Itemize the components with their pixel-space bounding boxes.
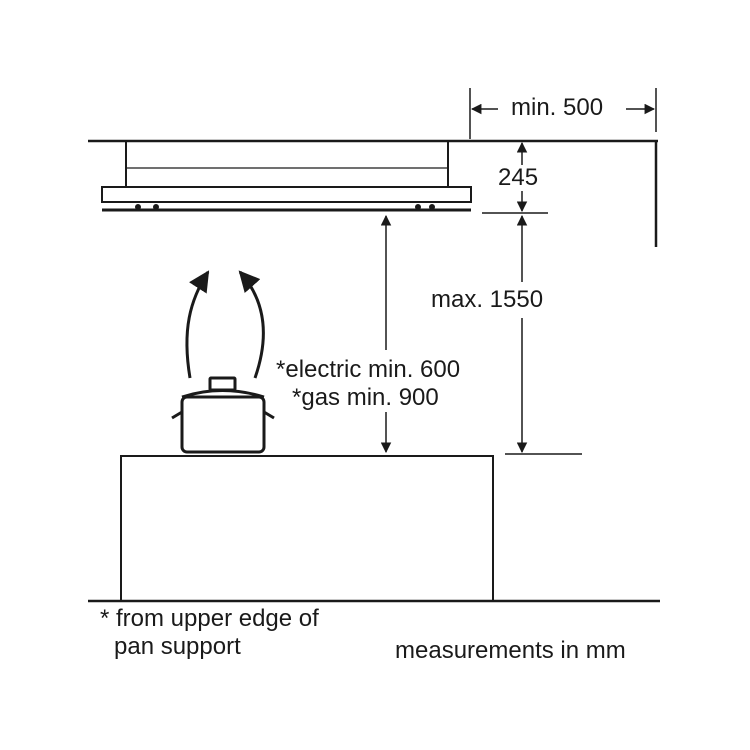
label-gas: *gas min. 900 (292, 384, 439, 411)
units-note: measurements in mm (395, 637, 626, 664)
steam-arrows (185, 270, 265, 379)
ceiling-wall (88, 139, 658, 247)
dimension-min-500 (469, 88, 657, 139)
extractor-hood (101, 141, 472, 212)
dimension-max-1550 (505, 214, 582, 455)
label-electric: *electric min. 600 (276, 356, 461, 383)
dimension-245 (482, 141, 548, 214)
label-245: 245 (498, 164, 539, 191)
footnote-line2: pan support (114, 633, 241, 660)
label-max-1550: max. 1550 (431, 286, 544, 313)
hob-counter (120, 455, 494, 602)
label-min-500: min. 500 (511, 94, 604, 121)
cooking-pot (171, 376, 275, 454)
footnote-line1: * from upper edge of (100, 605, 319, 632)
